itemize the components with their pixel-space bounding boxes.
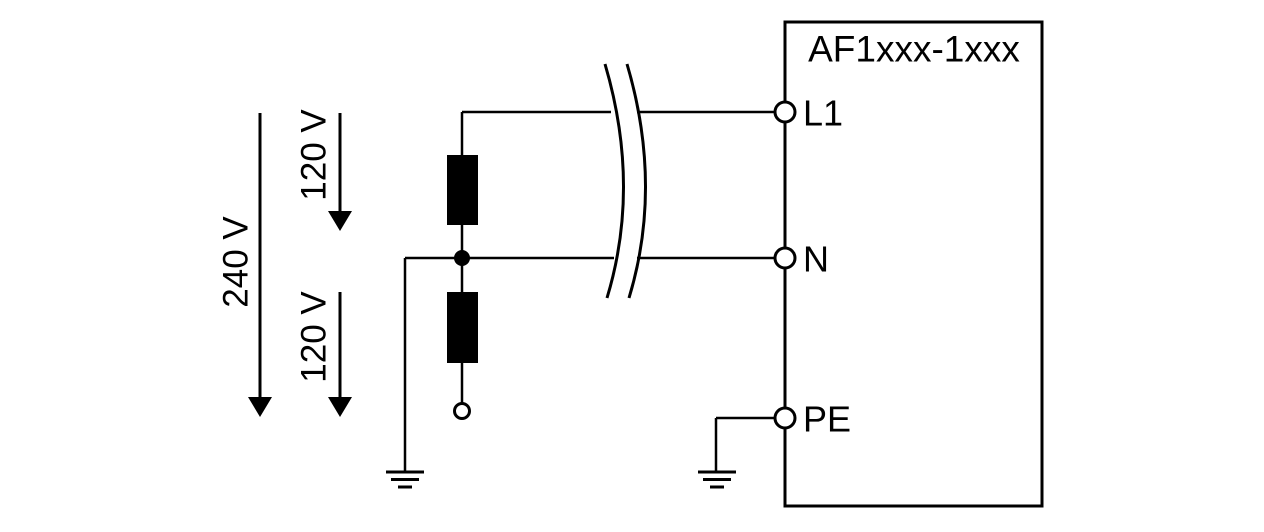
terminal-label-n: N xyxy=(803,239,829,280)
device-box xyxy=(783,20,1044,508)
voltage-label-120v-upper: 120 V xyxy=(295,109,334,201)
down-arrow-head-icon xyxy=(248,397,272,417)
winding-open-terminal-icon xyxy=(453,402,471,420)
ground-icon-centertap xyxy=(386,470,424,489)
wires xyxy=(403,110,784,472)
device-title: AF1xxx-1xxx xyxy=(808,29,1020,70)
terminal-label-l1: L1 xyxy=(803,93,843,134)
winding-lower-icon xyxy=(447,292,478,363)
voltage-arrow-120v-upper xyxy=(328,113,352,231)
cable-break-curve-right xyxy=(625,63,647,299)
terminal-pin-pe-icon xyxy=(773,406,797,430)
voltage-label-120v-lower: 120 V xyxy=(295,291,334,383)
voltage-label-240v: 240 V xyxy=(217,216,256,308)
down-arrow-head-icon xyxy=(328,211,352,231)
voltage-arrow-240v xyxy=(248,113,272,417)
winding-upper-icon xyxy=(447,155,478,225)
cable-break-curve-left xyxy=(603,63,625,299)
terminal-pin-l1-icon xyxy=(773,100,797,124)
junction-dot-icon xyxy=(454,250,470,266)
ground-icon-pe xyxy=(698,470,736,489)
cable-break-icon xyxy=(603,63,647,299)
down-arrow-head-icon xyxy=(328,397,352,417)
terminal-label-pe: PE xyxy=(803,399,851,440)
terminal-pin-n-icon xyxy=(773,246,797,270)
voltage-arrow-120v-lower xyxy=(328,292,352,417)
